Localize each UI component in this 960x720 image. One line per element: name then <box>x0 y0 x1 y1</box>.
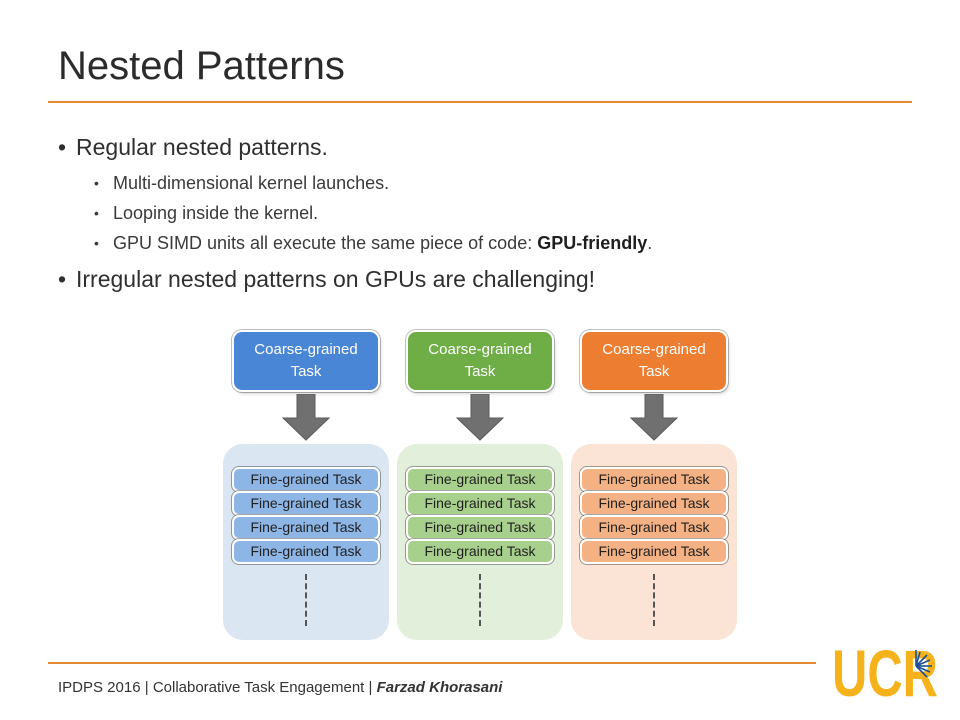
task-group-panel <box>223 444 389 640</box>
footer-conference: IPDPS 2016 <box>58 679 141 696</box>
down-arrow-icon <box>281 394 331 441</box>
fine-grained-task: Fine-grained Task <box>234 541 378 562</box>
task-group-panel <box>571 444 737 640</box>
ucr-logo: UCR <box>832 640 938 702</box>
bullet-dot: • <box>94 235 99 251</box>
slide-title: Nested Patterns <box>58 44 345 88</box>
footer-separator: | <box>368 679 373 696</box>
fine-grained-task: Fine-grained Task <box>582 469 726 490</box>
footer: IPDPS 2016 | Collaborative Task Engageme… <box>58 679 502 696</box>
task-group-panel <box>397 444 563 640</box>
coarse-grained-task: Coarse-grained Task <box>408 332 552 390</box>
fine-grained-task: Fine-grained Task <box>234 469 378 490</box>
footer-author: Farzad Khorasani <box>376 679 503 696</box>
bullet-dot: • <box>94 205 99 221</box>
bullet-dot: • <box>58 266 67 292</box>
down-arrow-icon <box>629 394 679 441</box>
sub-bullet-text-end: . <box>647 233 653 253</box>
bullet-irregular: • Irregular nested patterns on GPUs are … <box>58 264 918 294</box>
fine-grained-task: Fine-grained Task <box>234 493 378 514</box>
sub-bullet: • GPU SIMD units all execute the same pi… <box>58 228 918 258</box>
sub-bullet-text: GPU SIMD units all execute the same piec… <box>113 233 538 253</box>
sub-bullet-emphasis: GPU-friendly <box>537 233 648 253</box>
title-divider <box>48 101 912 103</box>
coarse-grained-task-label: Coarse-grained Task <box>254 341 358 380</box>
coarse-grained-task: Coarse-grained Task <box>234 332 378 390</box>
sub-bullet-text: Looping inside the kernel. <box>113 203 319 223</box>
continuation-dashed-line <box>653 574 655 626</box>
down-arrow-icon <box>455 394 505 441</box>
bullet-dot: • <box>94 175 99 191</box>
ucr-logo-star-icon <box>915 650 932 678</box>
fine-grained-task: Fine-grained Task <box>582 541 726 562</box>
bullet-dot: • <box>58 134 67 160</box>
continuation-dashed-line <box>479 574 481 626</box>
fine-grained-task: Fine-grained Task <box>408 469 552 490</box>
fine-grained-task: Fine-grained Task <box>408 541 552 562</box>
sub-bullet-list: • Multi-dimensional kernel launches. • L… <box>58 168 918 258</box>
sub-bullet: • Looping inside the kernel. <box>58 198 918 228</box>
bullet-text: Regular nested patterns. <box>76 134 328 160</box>
coarse-grained-task-label: Coarse-grained Task <box>428 341 532 380</box>
bullet-text: Irregular nested patterns on GPUs are ch… <box>76 266 596 292</box>
bullet-list: • Regular nested patterns. • Multi-dimen… <box>58 132 918 306</box>
sub-bullet-text: Multi-dimensional kernel launches. <box>113 173 390 193</box>
coarse-grained-task: Coarse-grained Task <box>582 332 726 390</box>
fine-grained-task: Fine-grained Task <box>408 517 552 538</box>
sub-bullet: • Multi-dimensional kernel launches. <box>58 168 918 198</box>
bullet-regular: • Regular nested patterns. <box>58 132 918 162</box>
coarse-grained-task-label: Coarse-grained Task <box>602 341 706 380</box>
fine-grained-task: Fine-grained Task <box>582 493 726 514</box>
fine-grained-task: Fine-grained Task <box>234 517 378 538</box>
fine-grained-task: Fine-grained Task <box>408 493 552 514</box>
footer-separator: | <box>144 679 149 696</box>
footer-divider <box>48 662 816 664</box>
footer-talk-title: Collaborative Task Engagement <box>152 679 365 696</box>
continuation-dashed-line <box>305 574 307 626</box>
fine-grained-task: Fine-grained Task <box>582 517 726 538</box>
